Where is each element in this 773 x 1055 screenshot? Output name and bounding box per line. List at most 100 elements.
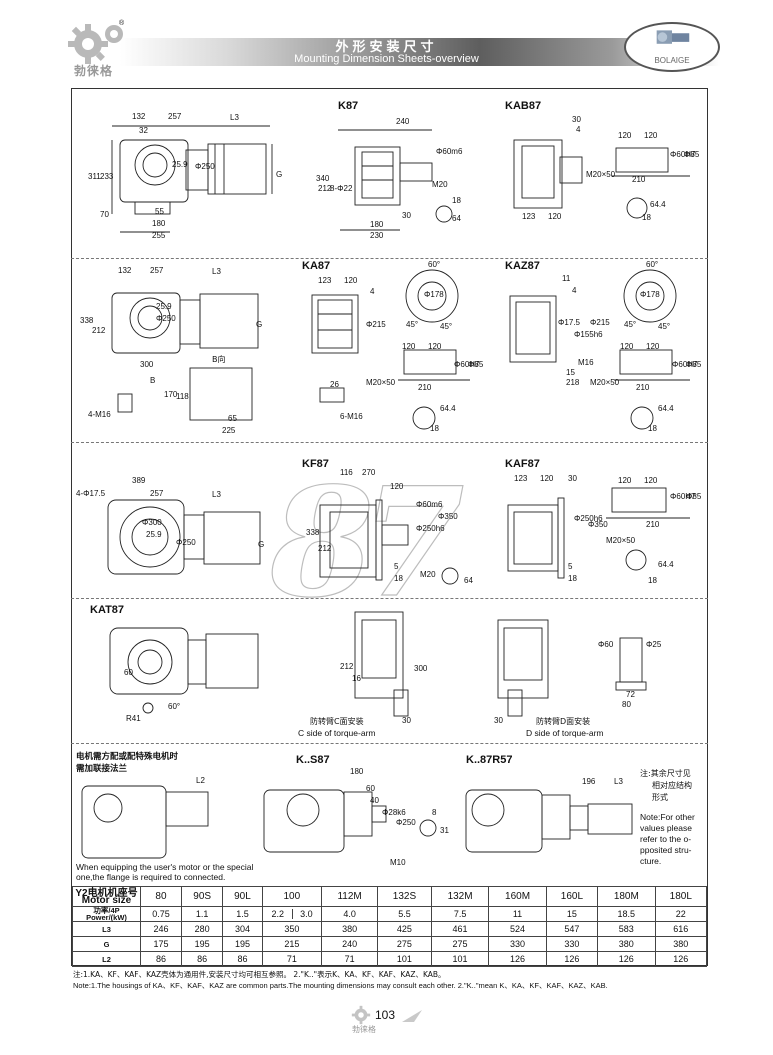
dim-label: Φ60 — [598, 640, 614, 649]
dim-label: 30 — [568, 474, 577, 483]
brand-badge-text: BOLAIGE — [654, 56, 690, 65]
dim-label: 257 — [150, 266, 164, 275]
table-cell: 18.5 — [597, 906, 656, 922]
section-divider — [71, 442, 708, 443]
page-title-en: Mounting Dimension Sheets-overview — [294, 53, 479, 65]
dim-label: 4 — [572, 286, 577, 295]
table-cell: 180M — [597, 886, 656, 907]
dim-label: 120 — [548, 212, 562, 221]
motor-note-en-1: When equipping the user's motor or the s… — [76, 862, 254, 872]
dim-label: 60 — [124, 668, 133, 677]
table-cell: 90L — [222, 886, 263, 907]
dim-label: Φ60H7 — [454, 360, 480, 369]
page-title-cn: 外形安装尺寸 — [335, 40, 438, 55]
dim-label: 18 — [648, 424, 657, 433]
dim-label: 18 — [568, 574, 577, 583]
dim-label: 123 — [514, 474, 528, 483]
dim-label: 212 — [318, 184, 332, 193]
table-cell: 101 — [430, 951, 490, 967]
dim-label: 15 — [566, 368, 575, 377]
dim-label: 60 — [366, 784, 375, 793]
motor-note-cn-2: 需加联接法兰 — [76, 764, 128, 774]
table-cell: 1.1 — [180, 906, 224, 922]
table-cell: 280 — [180, 921, 224, 937]
section-title-kat87: KAT87 — [90, 604, 125, 616]
dim-label: 196 — [582, 777, 596, 786]
dim-label: 65 — [228, 414, 237, 423]
dim-label: 212 — [340, 662, 354, 671]
dim-label: 30 — [402, 211, 411, 220]
dim-label: 120 — [402, 342, 416, 351]
footnote-cn: 注:1.KA、KF、KAF、KAZ壳体为通用件,安装尺寸均可相互参照。 2."K… — [73, 970, 446, 979]
section-title-ks87: K..S87 — [296, 754, 330, 766]
dim-label: 11 — [562, 274, 571, 283]
dim-label: Φ155h6 — [574, 330, 603, 339]
dim-label: Φ85 — [686, 492, 702, 501]
dim-label: Φ250 — [195, 162, 215, 171]
side-note-en-line: cture. — [640, 856, 662, 866]
table-cell: 11 — [488, 906, 547, 922]
dim-label: Φ178 — [640, 290, 660, 299]
table-cell: 195 — [222, 936, 263, 952]
dim-label: 300 — [140, 360, 154, 369]
dim-label: 8-Φ22 — [330, 184, 353, 193]
dim-label: Φ17.5 — [558, 318, 580, 327]
table-cell: 0.75 — [140, 906, 182, 922]
dim-label: 340 — [316, 174, 330, 183]
table-cell: 380 — [321, 921, 379, 937]
dim-label: 64 — [464, 576, 473, 585]
dim-label: 55 — [155, 207, 164, 216]
dim-label: Φ215 — [590, 318, 610, 327]
dim-label: M20×50 — [586, 170, 616, 179]
table-cell: 7.5 — [430, 906, 490, 922]
dim-label: Φ60H7 — [670, 150, 696, 159]
section-title-ka87: KA87 — [302, 260, 331, 272]
section-divider — [71, 743, 708, 744]
table-cell: 380 — [597, 936, 656, 952]
table-cell: 100 — [261, 886, 323, 907]
dim-label: 5 — [394, 562, 399, 571]
dim-label: 120 — [390, 482, 404, 491]
table-cell: 330 — [545, 936, 599, 952]
section-divider — [71, 258, 708, 259]
motor-note-en-2: one,the flange is required to connected. — [76, 872, 226, 882]
dim-label: 270 — [362, 468, 376, 477]
dim-label: 4-Φ17.5 — [76, 489, 106, 498]
table-cell: 180L — [654, 886, 708, 907]
dim-label: 123 — [522, 212, 536, 221]
table-cell: 330 — [488, 936, 547, 952]
dim-label: 180 — [350, 767, 364, 776]
dim-label: 255 — [152, 231, 166, 240]
dim-label: 4 — [370, 287, 375, 296]
table-cell: 71 — [321, 951, 379, 967]
dim-label: G — [258, 540, 265, 549]
dim-label: 26 — [330, 380, 339, 389]
dim-label: Φ215 — [366, 320, 386, 329]
table-cell: 350 — [261, 921, 323, 937]
section-title-k87r57: K..87R57 — [466, 754, 513, 766]
table-cell: 461 — [430, 921, 490, 937]
dim-label: M20 — [432, 180, 448, 189]
table-cell: 425 — [377, 921, 432, 937]
dim-label: 30 — [402, 716, 411, 725]
dim-label: 64.4 — [658, 404, 674, 413]
dim-label: Φ250 — [396, 818, 416, 827]
dim-label: 118 — [176, 392, 189, 401]
view-label-b: B向 — [212, 355, 226, 364]
dim-label: M10 — [390, 858, 406, 867]
table-cell: 275 — [430, 936, 490, 952]
motor-note-cn-1: 电机需方配或配特殊电机时 — [76, 752, 179, 762]
table-cell: 215 — [261, 936, 323, 952]
table-cell: 175 — [140, 936, 182, 952]
dim-label: M20×50 — [606, 536, 636, 545]
dim-label: Φ250h6 — [574, 514, 603, 523]
dim-label: Φ300 — [142, 518, 162, 527]
table-cell: 547 — [545, 921, 599, 937]
section-title-k87: K87 — [338, 100, 359, 112]
dim-label: M20×50 — [590, 378, 620, 387]
dim-label: Φ60m6 — [416, 500, 443, 509]
